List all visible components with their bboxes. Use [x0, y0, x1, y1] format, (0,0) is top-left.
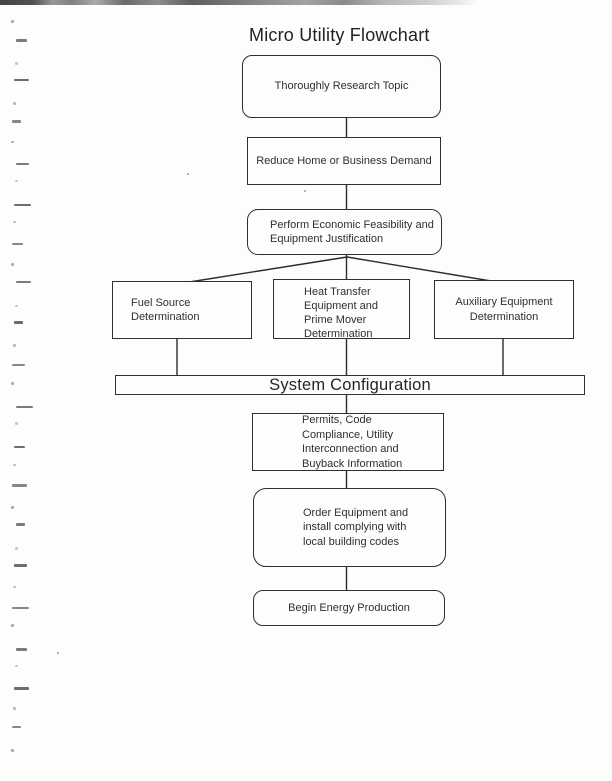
scan-speck — [187, 173, 189, 175]
node-label: System Configuration — [269, 375, 431, 394]
scan-artifact-top-edge — [0, 0, 478, 5]
node-label: Thoroughly Research Topic — [274, 80, 409, 93]
scan-speck — [304, 190, 306, 192]
node-label: Perform Economic Feasibility and Equipme… — [270, 218, 434, 246]
node-fuel-source-determination: Fuel Source Determination — [112, 281, 252, 339]
node-label: Order Equipment and install complying wi… — [303, 506, 409, 548]
node-thoroughly-research-topic: Thoroughly Research Topic — [242, 55, 441, 118]
node-permits-code-compliance: Permits, Code Compliance, Utility Interc… — [252, 413, 444, 471]
node-order-equipment-install: Order Equipment and install complying wi… — [253, 488, 446, 567]
node-economic-feasibility: Perform Economic Feasibility and Equipme… — [247, 209, 442, 255]
node-system-configuration: System Configuration — [115, 375, 585, 395]
node-label: Auxiliary Equipment Determination — [455, 296, 553, 323]
node-label: Begin Energy Production — [288, 601, 410, 614]
node-label: Heat Transfer Equipment and Prime Mover … — [304, 286, 378, 340]
node-label: Reduce Home or Business Demand — [256, 154, 432, 167]
node-auxiliary-equipment: Auxiliary Equipment Determination — [434, 280, 574, 339]
node-label: Permits, Code Compliance, Utility Interc… — [302, 414, 403, 470]
node-heat-transfer-prime-mover: Heat Transfer Equipment and Prime Mover … — [273, 279, 410, 340]
page-title: Micro Utility Flowchart — [249, 25, 430, 45]
connector-feasibility-fuel — [182, 256, 348, 284]
scan-speck — [57, 652, 59, 654]
node-label: Fuel Source Determination — [131, 296, 200, 324]
node-begin-energy-production: Begin Energy Production — [253, 590, 445, 626]
node-reduce-demand: Reduce Home or Business Demand — [247, 137, 441, 185]
connector-feasibility-auxiliary — [346, 256, 498, 283]
